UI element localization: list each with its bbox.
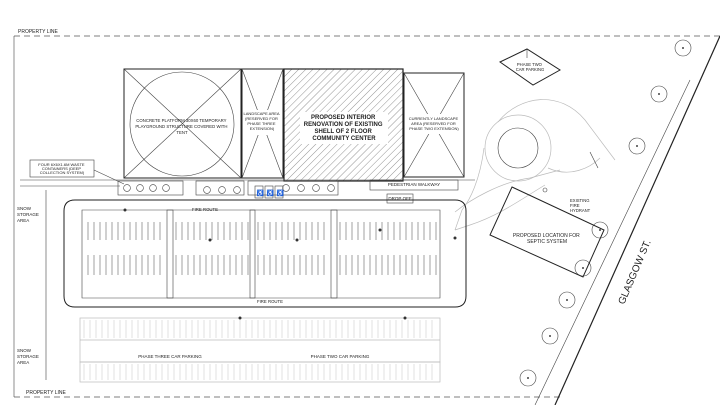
parking-lot [63,199,467,308]
street-edge-outer [554,35,720,405]
svg-text:PROPOSED INTERIOR RENOVA: PROPOSED INTERIOR RENOVATION OF EXISTING… [304,115,384,142]
concrete-platform: CONCRETE PLATFORM 30X60 TEMPORARY PLAYGR… [123,68,242,179]
svg-text:DROP OFF: DROP OFF [388,196,411,201]
svg-text:SNOW STORAGE AREA: SNOW STORAGE AREA [17,348,40,365]
future-parking [79,317,441,383]
front-walkway [20,179,475,196]
waste-containers: FOUR 6X6X1.6M WASTE CONTAINERS (DEEP COL… [29,159,125,185]
drop-off: DROP OFF [386,193,414,204]
landscape-area-phase-two: CURRENTLY LANDSCAPE AREA (RESERVED FOR P… [403,72,465,178]
planters [123,184,335,194]
street-label: GLASGOW ST. [617,238,654,306]
svg-text:CURRENTLY LANDSCAPE AREA: CURRENTLY LANDSCAPE AREA (RESERVED FOR P… [409,116,460,131]
future-parking-stalls [83,320,433,380]
svg-text:FOUR 6X6X1.6M WASTE CONT: FOUR 6X6X1.6M WASTE CONTAINERS (DEEP COL… [38,162,85,175]
phase-three-car-parking-label: PHASE THREE CAR PARKING [138,354,202,359]
street-edge-inner [534,79,691,405]
property-line-top-label: PROPERTY LINE [18,29,58,35]
svg-text:♿: ♿ [257,189,265,197]
svg-text:CONCRETE PLATFORM 30X60 TEMPOR: CONCRETE PLATFORM 30X60 TEMPORARY PLAYGR… [135,118,228,135]
landscape-area-phase-three: LANDSCAPE AREA (RESERVED FOR PHASE THREE… [241,68,284,179]
fire-hydrant: EXISTING FIRE HYDRANT [542,187,591,213]
svg-text:EXISTING FIRE HYDR: EXISTING FIRE HYDRANT [570,198,591,213]
svg-text:PROPOSED LOCATION FOR SE: PROPOSED LOCATION FOR SEPTIC SYSTEM [513,233,581,245]
svg-text:PHASE TWO CAR PARKING: PHASE TWO CAR PARKING [516,62,545,72]
septic-area: PROPOSED LOCATION FOR SEPTIC SYSTEM [489,186,605,278]
svg-text:♿: ♿ [277,189,285,197]
roundabout-drive [454,99,616,231]
fire-route-bottom-label: FIRE ROUTE [257,299,283,304]
phase-two-car-parking-block: PHASE TWO CAR PARKING [499,48,561,86]
phase-two-car-parking-label: PHASE TWO CAR PARKING [311,354,370,359]
parking-stalls [87,222,437,275]
svg-text:♿: ♿ [267,189,275,197]
street-trees [519,39,692,387]
snow-storage-bottom: SNOW STORAGE AREA [17,348,40,365]
snow-storage-top: SNOW STORAGE AREA [17,206,40,223]
community-center: PROPOSED INTERIOR RENOVATION OF EXISTING… [283,68,404,182]
property-line-bottom-label: PROPERTY LINE [26,390,66,396]
fire-route-top-label: FIRE ROUTE [192,207,218,212]
svg-text:LANDSCAPE AREA (RESERVED: LANDSCAPE AREA (RESERVED FOR PHASE THREE… [244,111,281,131]
light-poles [123,208,457,320]
svg-text:SNOW STORAGE AREA: SNOW STORAGE AREA [17,206,40,223]
accessible-parking: ♿ ♿ ♿ [254,185,285,199]
pedestrian-walkway-label: PEDESTRIAN WALKWAY [388,182,440,187]
